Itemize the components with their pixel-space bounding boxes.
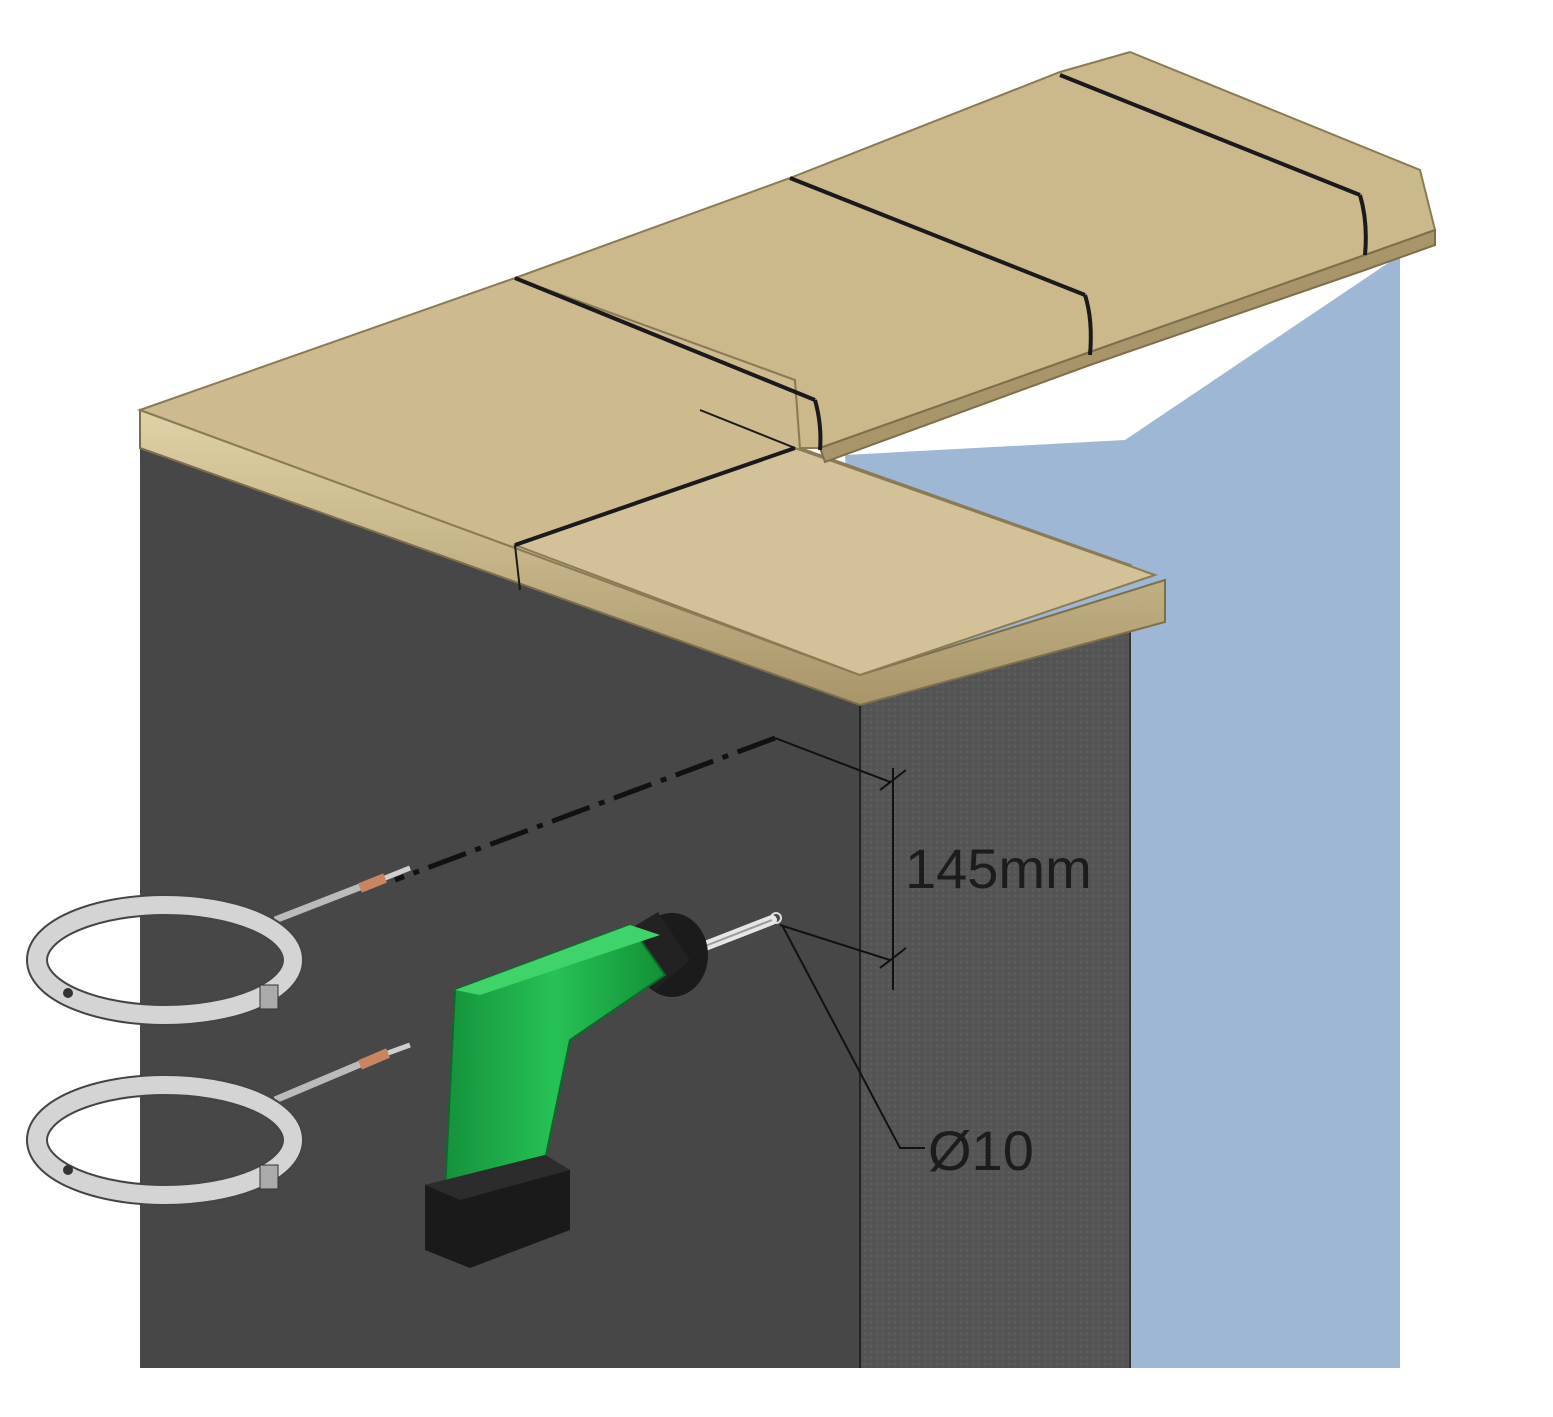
drill-line [394,735,891,883]
coping-stones [137,50,1437,707]
diameter-leader: Ø10 [770,912,1034,1182]
height-dimension: 145mm [779,768,1092,990]
wall-return-face [859,612,1131,1368]
drill-icon [425,912,777,1268]
wall-front-face [140,440,860,1368]
pipe-clamp-upper [26,865,411,1026]
height-dimension-label: 145mm [905,837,1092,900]
pipe-clamp-lower [26,1042,411,1206]
diameter-label: Ø10 [928,1119,1034,1182]
